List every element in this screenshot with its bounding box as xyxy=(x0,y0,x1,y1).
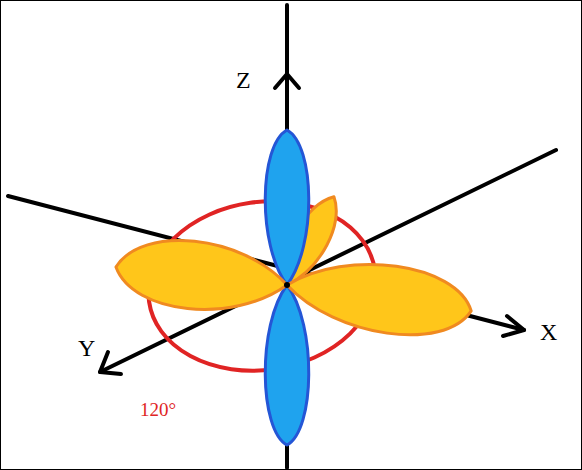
axis-label: Z xyxy=(236,68,251,92)
axes xyxy=(8,5,556,468)
p-lobe xyxy=(265,130,309,285)
origin xyxy=(284,282,290,288)
axis-label: Y xyxy=(78,336,95,360)
sp2-lobe xyxy=(112,233,290,318)
p-lobe xyxy=(265,285,309,445)
angle-label: 120° xyxy=(140,400,176,419)
axis-label: X xyxy=(540,320,557,344)
sp2-lobe xyxy=(282,252,476,345)
